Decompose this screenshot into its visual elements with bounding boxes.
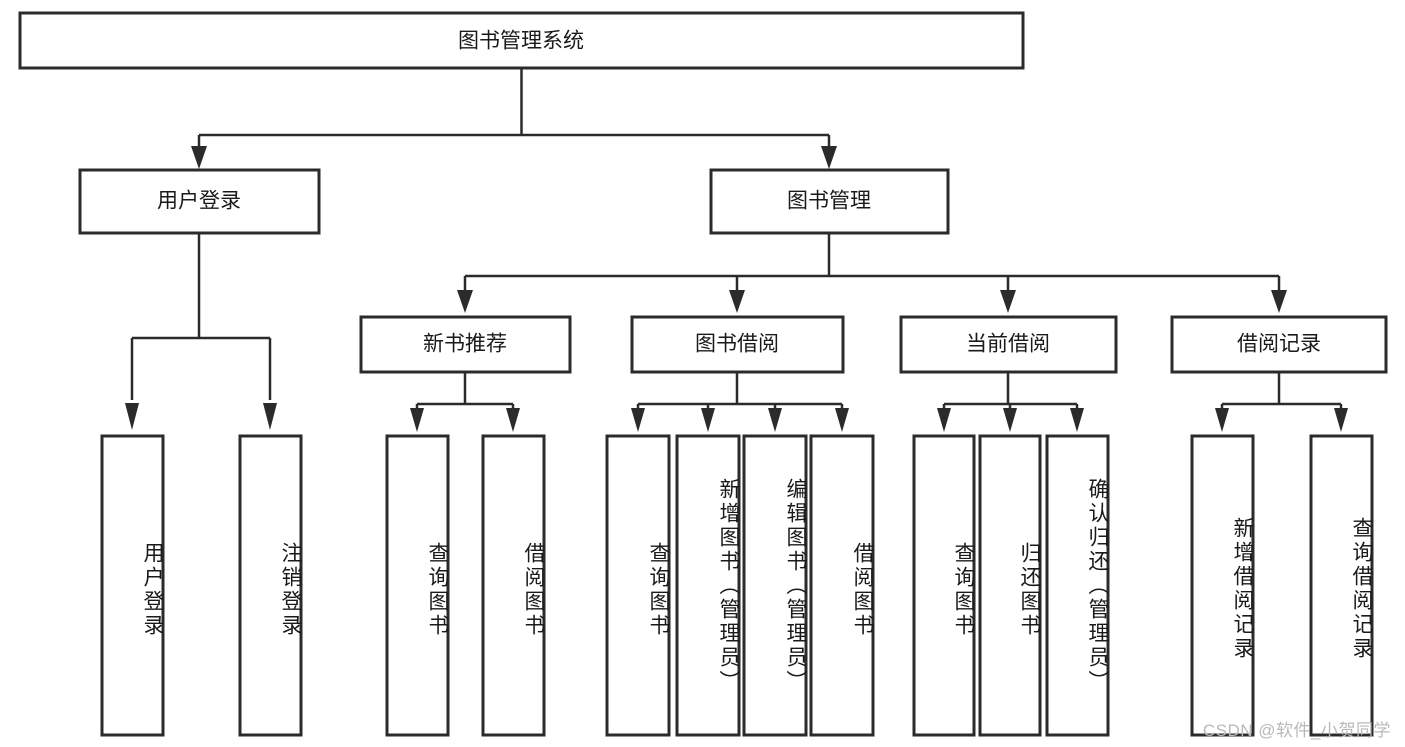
arrow-icon-bm-to-borrow-record bbox=[1271, 290, 1287, 313]
leaf-box-borrow-record-2[interactable] bbox=[1309, 434, 1374, 737]
leaf-box-user-login-1[interactable] bbox=[100, 434, 165, 737]
arrow-icon-br-leaf-1 bbox=[1215, 408, 1229, 432]
arrow-icon-ul-leaf-2 bbox=[263, 403, 277, 430]
leaf-box-book-borrow-4[interactable] bbox=[809, 434, 875, 737]
node-borrow-record-label: 借阅记录 bbox=[1237, 333, 1321, 356]
node-user-login-label: 用户登录 bbox=[157, 190, 241, 213]
connector-group-user-login bbox=[125, 233, 277, 430]
node-borrow-record[interactable] bbox=[1170, 315, 1388, 374]
arrow-icon-bm-to-current-borrow bbox=[1000, 290, 1016, 313]
node-book-borrow[interactable] bbox=[630, 315, 845, 374]
node-user-login[interactable] bbox=[78, 168, 321, 235]
node-new-book-recommend[interactable] bbox=[359, 315, 572, 374]
leaf-box-new-book-2[interactable] bbox=[481, 434, 546, 737]
connector-group-root bbox=[191, 68, 837, 169]
leaf-box-borrow-record-1[interactable] bbox=[1190, 434, 1255, 737]
csdn-watermark: CSDN @软件_小贺同学 bbox=[1202, 721, 1391, 740]
leaf-box-book-borrow-3[interactable] bbox=[742, 434, 808, 737]
leaf-box-user-login-2[interactable] bbox=[238, 434, 303, 737]
arrow-icon-bb-leaf-1 bbox=[631, 408, 645, 432]
connector-group-book-borrow bbox=[631, 372, 849, 432]
arrow-icon-bb-leaf-2 bbox=[701, 408, 715, 432]
connector-group-current-borrow bbox=[937, 372, 1084, 432]
leaf-box-current-borrow-1[interactable] bbox=[912, 434, 976, 737]
arrow-icon-bm-to-book-borrow bbox=[729, 290, 745, 313]
arrow-icon-nb-leaf-2 bbox=[506, 408, 520, 432]
arrow-icon-cb-leaf-3 bbox=[1070, 408, 1084, 432]
node-book-management[interactable] bbox=[709, 168, 950, 235]
arrow-icon-root-to-book-manage bbox=[821, 146, 837, 169]
arrow-icon-ul-leaf-1 bbox=[125, 403, 139, 430]
node-current-borrow-label: 当前借阅 bbox=[966, 333, 1050, 356]
arrow-icon-nb-leaf-1 bbox=[410, 408, 424, 432]
arrow-icon-cb-leaf-2 bbox=[1003, 408, 1017, 432]
leaf-box-new-book-1[interactable] bbox=[385, 434, 450, 737]
node-book-borrow-label: 图书借阅 bbox=[695, 333, 779, 356]
arrow-icon-cb-leaf-1 bbox=[937, 408, 951, 432]
connector-group-borrow-record bbox=[1215, 372, 1348, 432]
node-root-label: 图书管理系统 bbox=[458, 30, 584, 53]
leaf-box-book-borrow-1[interactable] bbox=[605, 434, 671, 737]
connector-group-new-book bbox=[410, 372, 520, 432]
node-new-book-recommend-label: 新书推荐 bbox=[423, 333, 507, 356]
arrow-icon-bb-leaf-4 bbox=[835, 408, 849, 432]
arrow-icon-br-leaf-2 bbox=[1334, 408, 1348, 432]
arrow-icon-root-to-user-login bbox=[191, 146, 207, 169]
leaf-box-book-borrow-2[interactable] bbox=[675, 434, 741, 737]
leaf-box-current-borrow-2[interactable] bbox=[978, 434, 1042, 737]
connector-group-book-manage bbox=[457, 233, 1287, 313]
leaf-box-current-borrow-3[interactable] bbox=[1045, 434, 1110, 737]
node-current-borrow[interactable] bbox=[899, 315, 1118, 374]
node-book-management-label: 图书管理 bbox=[787, 190, 871, 213]
node-root-book-management-system[interactable] bbox=[18, 11, 1025, 70]
arrow-icon-bm-to-new-book bbox=[457, 290, 473, 313]
arrow-icon-bb-leaf-3 bbox=[768, 408, 782, 432]
